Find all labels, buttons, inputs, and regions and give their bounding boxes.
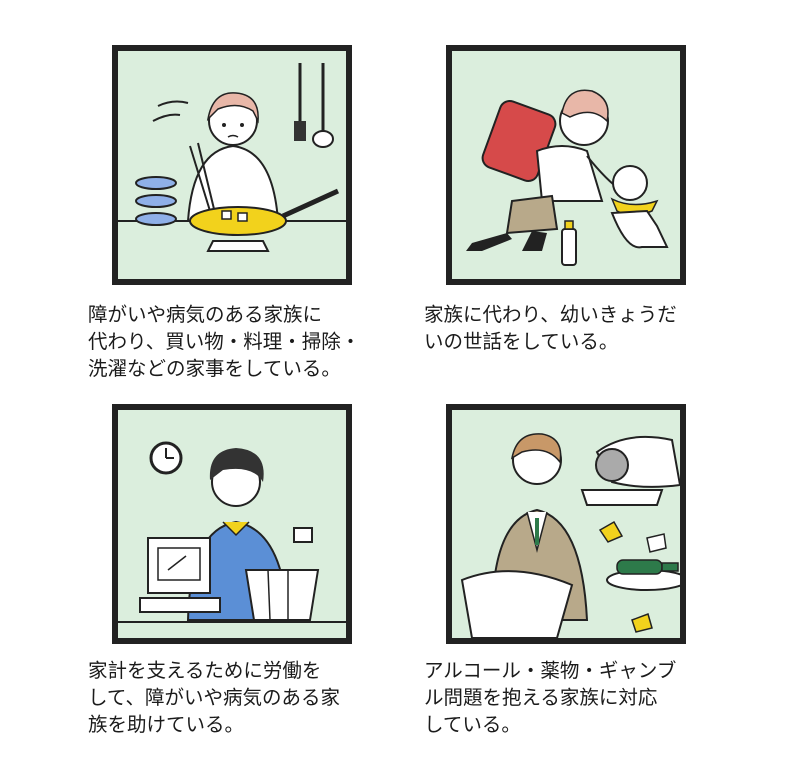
- caption-working: 家計を支えるために労働を して、障がいや病気のある家 族を助けている。: [88, 659, 340, 736]
- illustration-addiction: [446, 404, 686, 644]
- working-scene-graphic: [118, 441, 346, 623]
- illustration-working: [112, 404, 352, 644]
- caption-cooking: 障がいや病気のある家族に 代わり、買い物・料理・掃除・ 洗濯などの家事をしている…: [88, 303, 361, 380]
- caption-childcare: 家族に代わり、幼いきょうだ いの世話をしている。: [424, 303, 677, 353]
- illustration-childcare: [446, 45, 686, 285]
- childcare-scene-graphic: [466, 89, 669, 266]
- illustration-cooking: [112, 45, 352, 285]
- addiction-scene-graphic: [460, 433, 680, 638]
- cooking-scene-graphic: [118, 63, 346, 252]
- caption-addiction: アルコール・薬物・ギャンブ ル問題を抱える家族に対応 している。: [424, 659, 677, 736]
